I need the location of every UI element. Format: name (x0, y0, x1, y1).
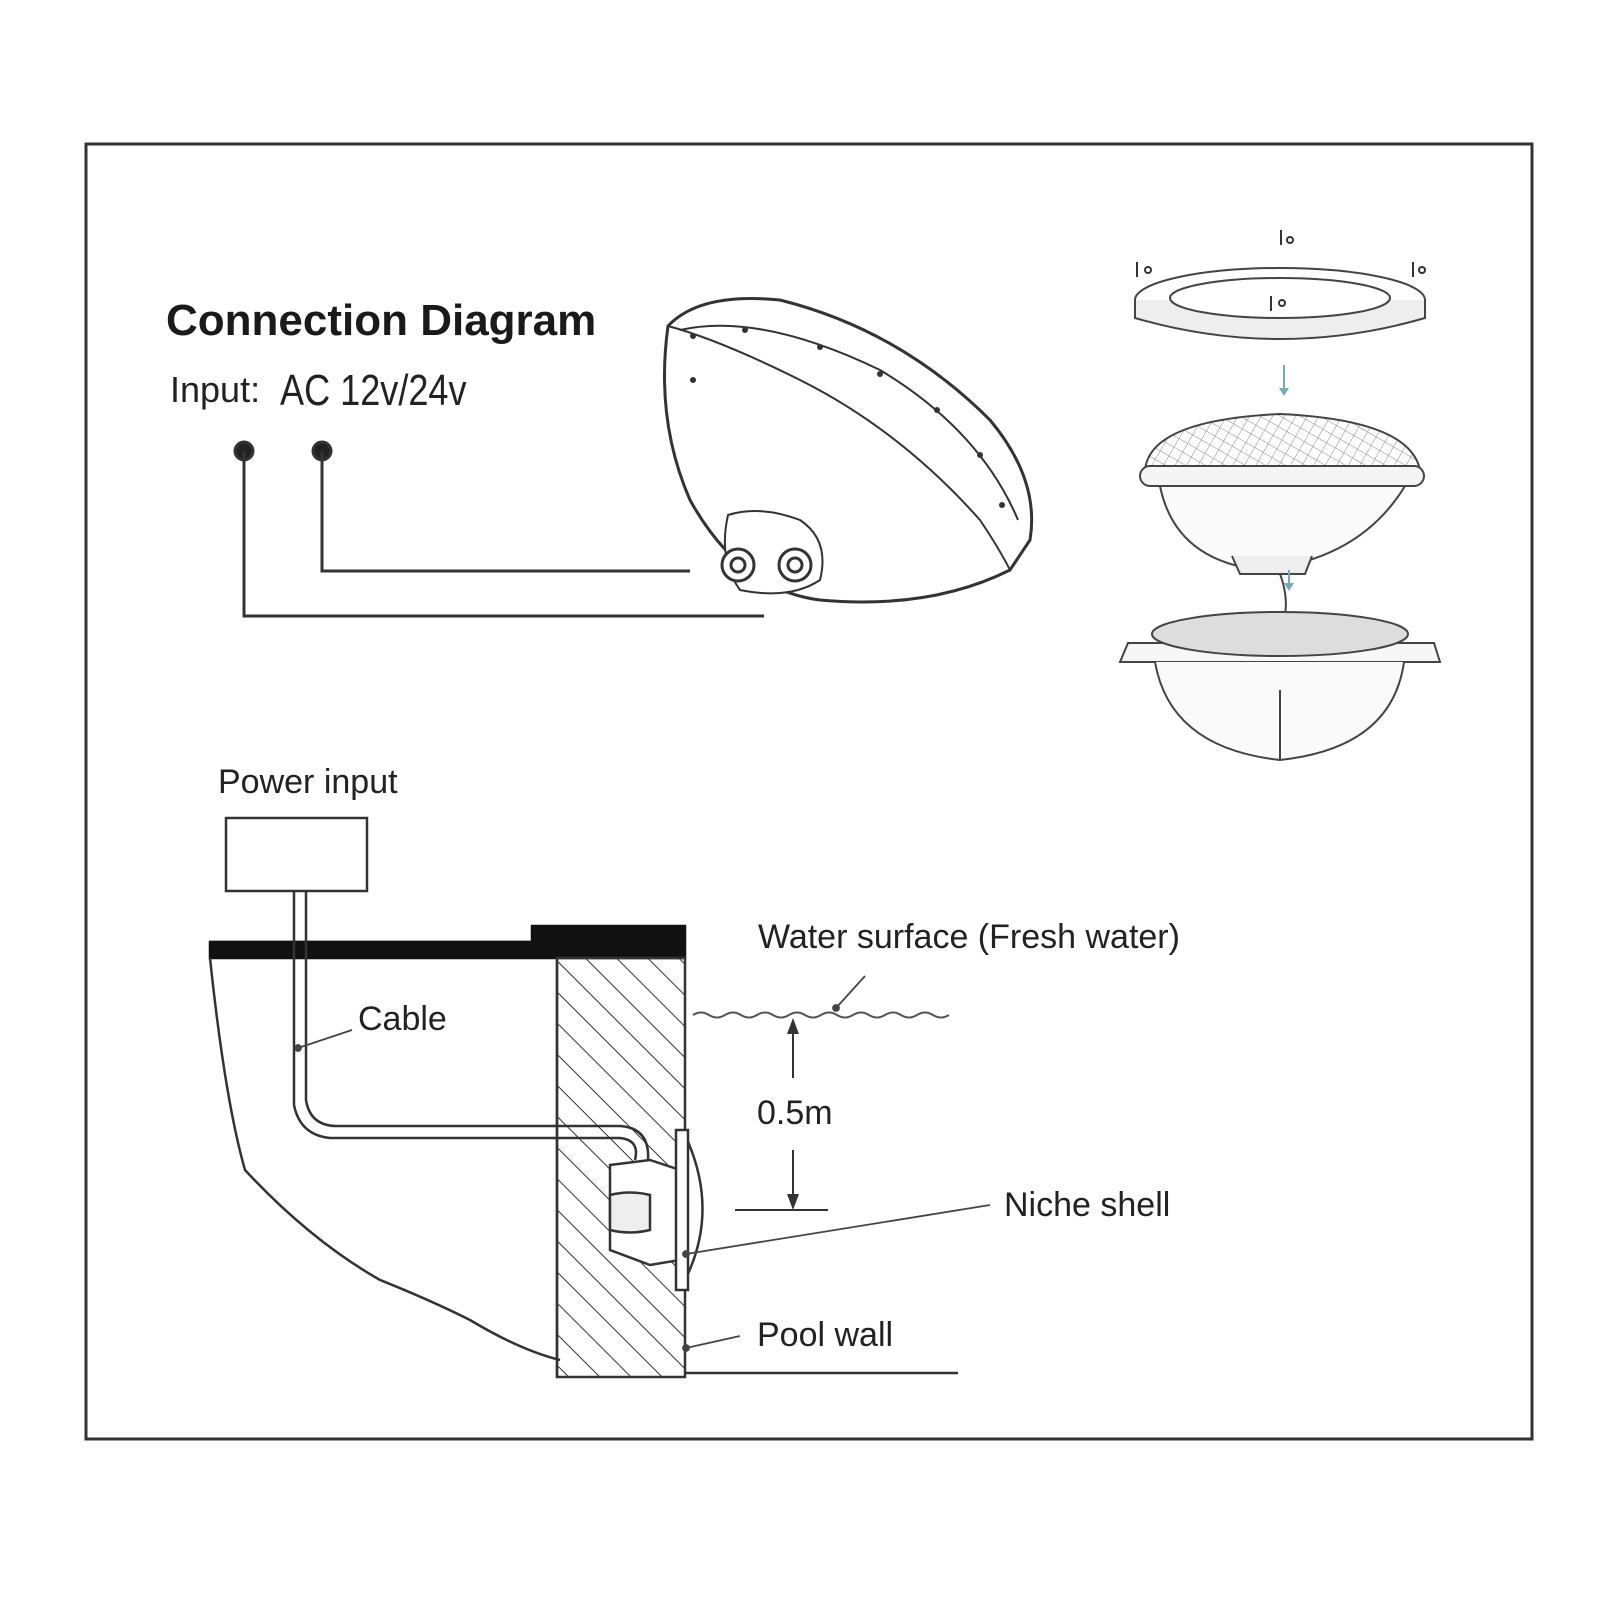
power-input-box (224, 816, 369, 893)
pool-wall-label: Pool wall (757, 1316, 894, 1354)
power-input-label: Power input (218, 763, 398, 801)
diagram-frame (84, 142, 1534, 1441)
wire-1 (242, 451, 764, 618)
cable-path (292, 891, 638, 1161)
pool-section (208, 816, 958, 1379)
lamp-illustration (662, 297, 1034, 604)
water-surface-label: Water surface (Fresh water) (758, 918, 1180, 956)
depth-label: 0.5m (757, 1094, 833, 1132)
cable-label: Cable (358, 1000, 447, 1038)
lamp-module (1143, 412, 1422, 471)
niche-shell-label: Niche shell (1004, 1186, 1171, 1224)
wire-2 (320, 451, 690, 573)
leader-lines (294, 975, 991, 1352)
depth-dimension (735, 1018, 828, 1211)
diagram-title: Connection Diagram (166, 296, 597, 345)
input-label: Input: (170, 369, 261, 410)
water-surface (692, 1011, 950, 1019)
input-voltage: AC 12v/24v (280, 366, 467, 415)
wiring-lines (233, 440, 764, 618)
exploded-assembly (1118, 230, 1442, 762)
